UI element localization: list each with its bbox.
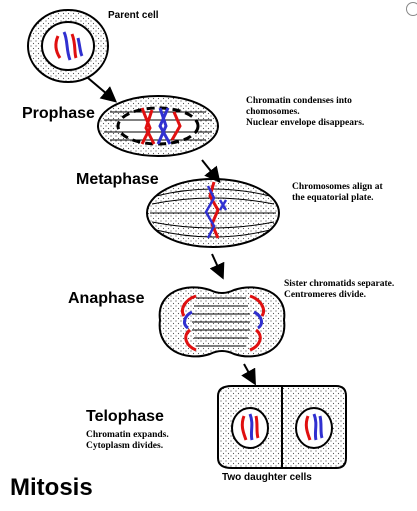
stage-note-anaphase: Sister chromatids separate. Centromeres …	[284, 279, 395, 300]
daughter-nucleus-left	[231, 407, 269, 449]
telophase-cells	[217, 385, 347, 469]
stage-note-telophase: Chromatin expands. Cytoplasm divides.	[86, 430, 169, 451]
stage-title-prophase: Prophase	[22, 105, 95, 122]
stage-title-metaphase: Metaphase	[76, 171, 159, 188]
stage-title-telophase: Telophase	[86, 408, 164, 425]
prophase-cell	[97, 95, 219, 157]
arrow-4	[241, 363, 256, 386]
arrow-1	[87, 77, 118, 103]
page-title: Mitosis	[10, 474, 93, 501]
arrow-2	[201, 159, 221, 184]
daughter-cells-label: Two daughter cells	[222, 472, 312, 483]
stage-note-metaphase: Chromosomes align at the equatorial plat…	[292, 182, 383, 203]
stage-note-prophase: Chromatin condenses into chomosomes. Nuc…	[246, 96, 365, 128]
metaphase-cell	[146, 178, 280, 248]
anaphase-cell	[158, 286, 286, 358]
parent-cell-label: Parent cell	[108, 10, 159, 21]
arrow-3	[209, 253, 225, 280]
stage-title-anaphase: Anaphase	[68, 290, 145, 307]
parent-cell	[27, 9, 109, 83]
corner-mark	[406, 2, 417, 16]
daughter-nucleus-right	[295, 407, 333, 449]
